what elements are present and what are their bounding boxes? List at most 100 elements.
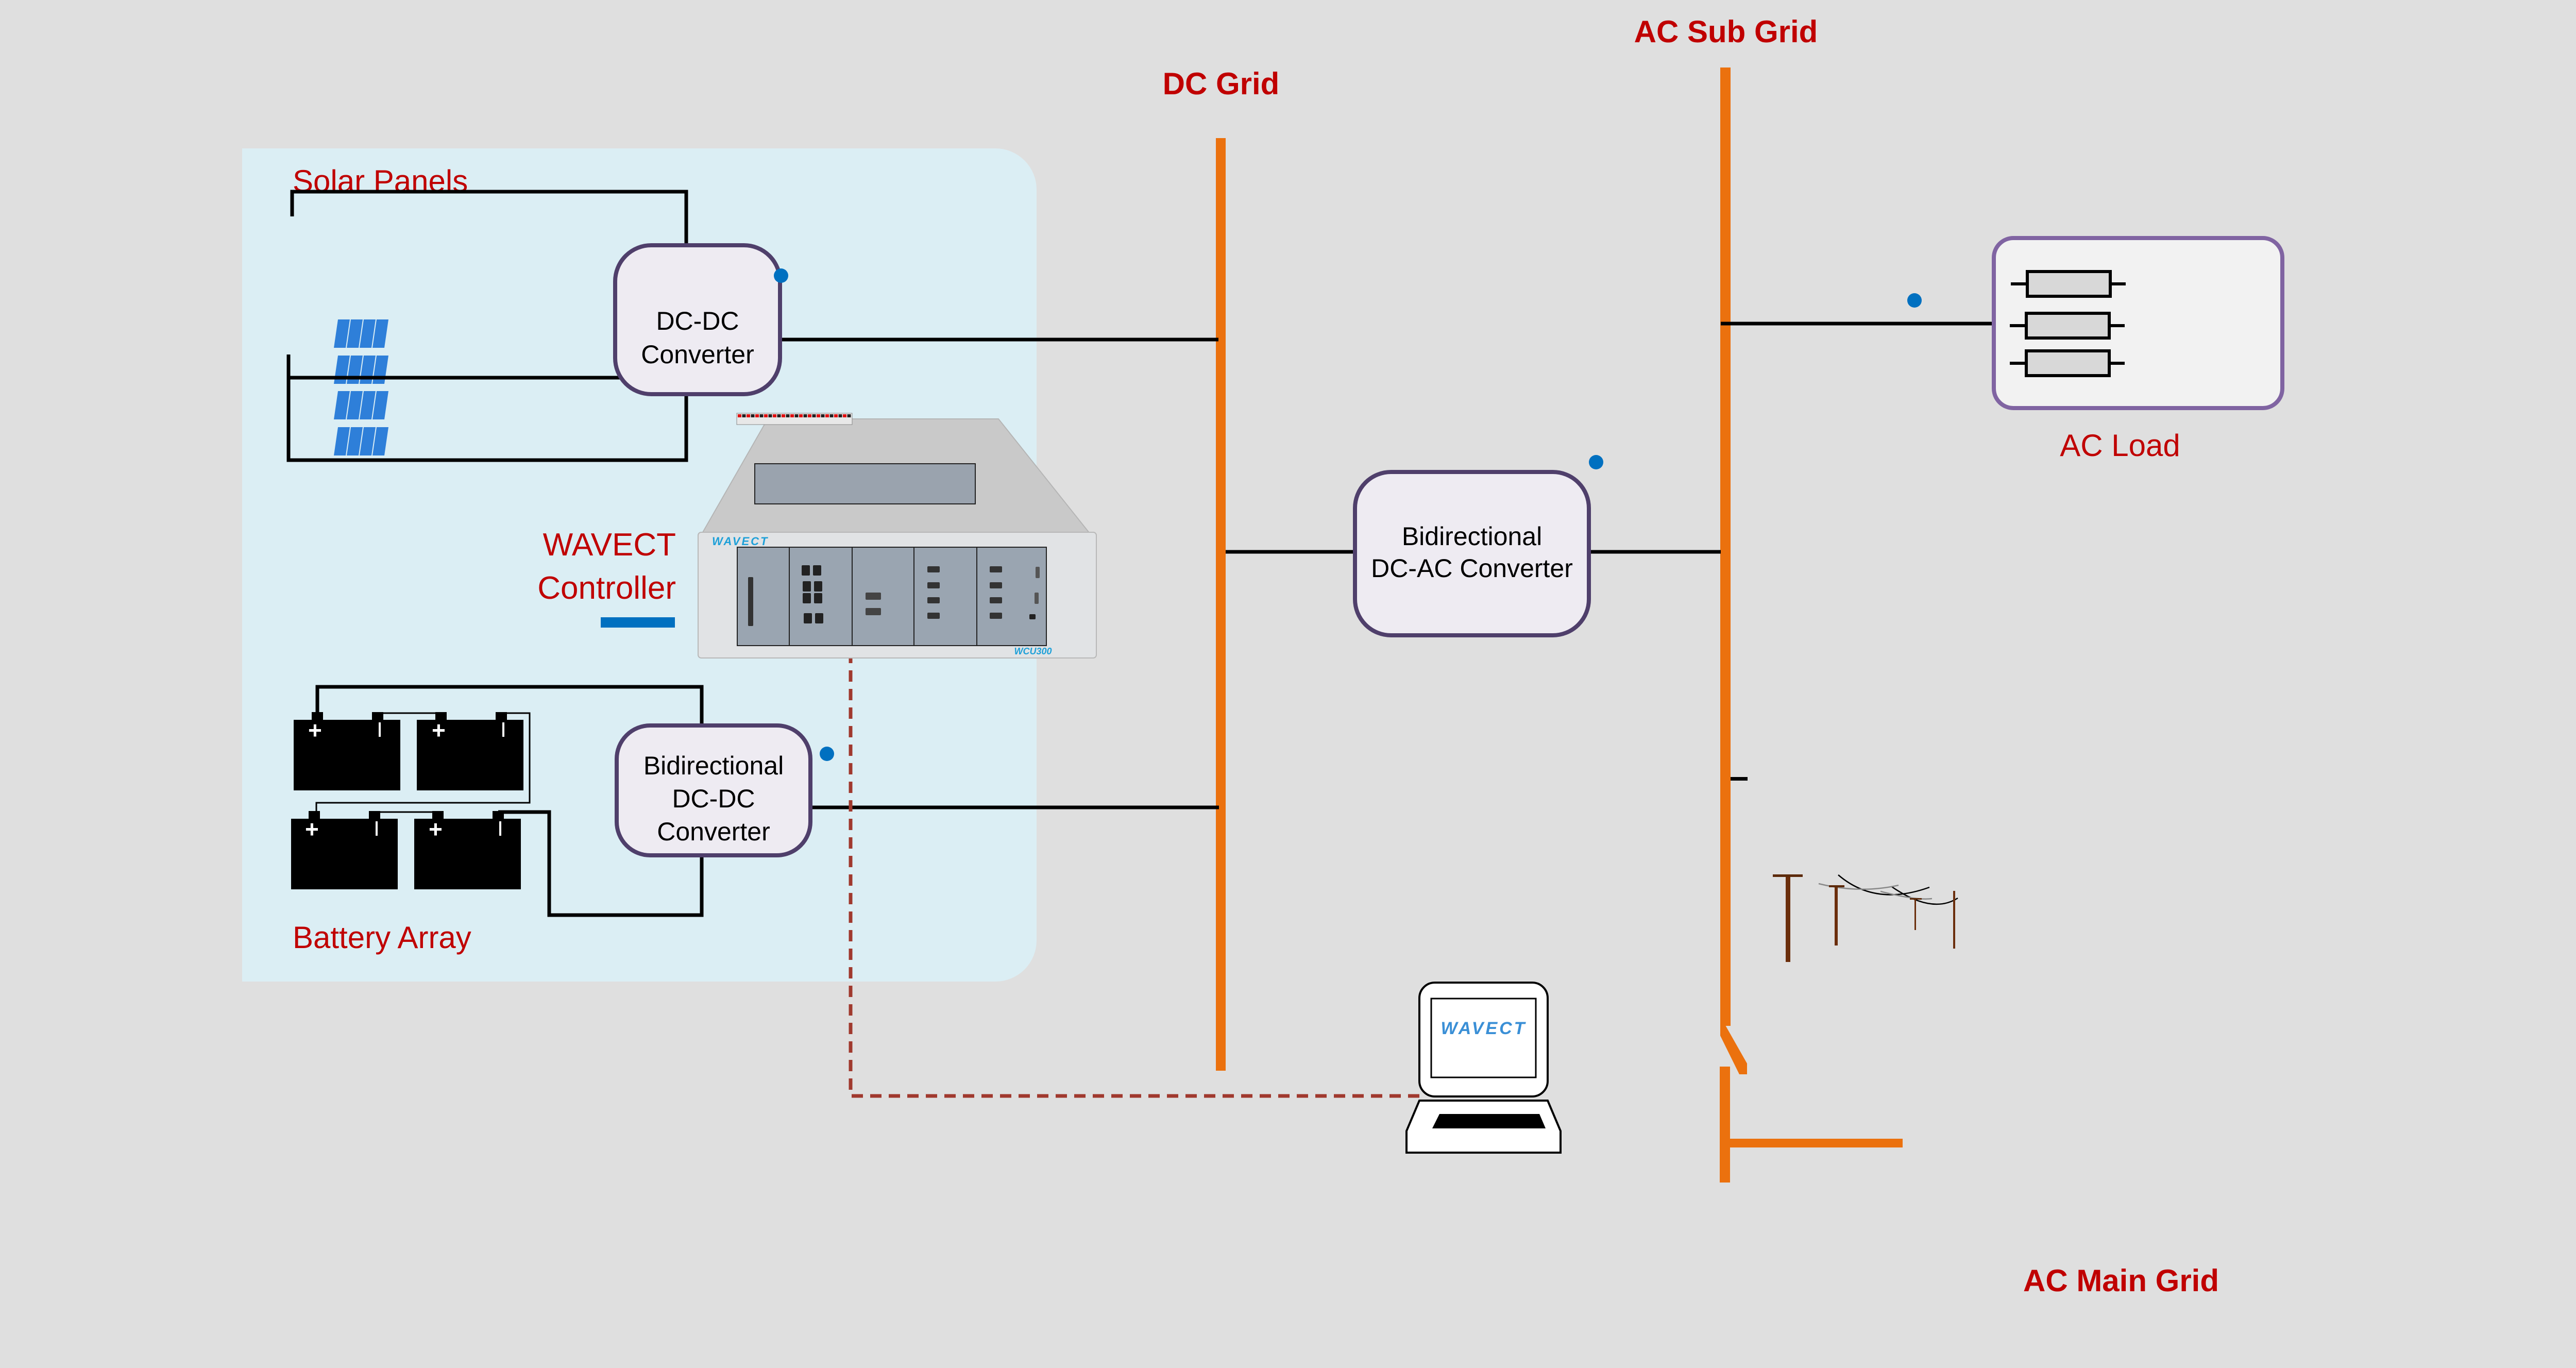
- relay-terminal[interactable]: [803, 581, 811, 592]
- dcac-converter-text-1: Bidirectional: [1402, 522, 1542, 551]
- ethernet-port[interactable]: [1029, 614, 1036, 619]
- status-led: [808, 414, 811, 417]
- solar-cell: [372, 391, 388, 419]
- utility-poles-icon: [1773, 874, 1958, 962]
- battery-array-icon: + + + +: [291, 685, 1219, 917]
- relay-terminal[interactable]: [802, 565, 810, 576]
- solar-cell: [334, 391, 350, 419]
- battery-plus-icon: +: [305, 816, 319, 842]
- solar-wiring-bottom: [286, 354, 688, 462]
- pwm-connector[interactable]: [990, 597, 1002, 603]
- solar-cell: [347, 319, 363, 348]
- status-led: [738, 414, 741, 417]
- battery-converter-text-1: Bidirectional: [643, 751, 784, 780]
- status-led: [777, 414, 781, 417]
- encoder-connector[interactable]: [866, 608, 881, 615]
- controller-label-line1: WAVECT: [543, 527, 676, 563]
- battery-dcdc-converter: Bidirectional DC-DC Converter: [615, 723, 834, 857]
- relay-terminal[interactable]: [804, 613, 812, 623]
- ac-sub-grid-bus-lower: [1720, 1067, 1730, 1183]
- status-led: [821, 414, 825, 417]
- status-led: [834, 414, 838, 417]
- ac-sub-grid-title: AC Sub Grid: [1634, 14, 1818, 49]
- status-led: [764, 414, 768, 417]
- status-led: [759, 414, 764, 417]
- status-led: [843, 414, 846, 417]
- status-led: [742, 414, 746, 417]
- wavect-controller-device[interactable]: WAVECT WCU300: [698, 413, 1097, 658]
- status-dot: [820, 747, 834, 761]
- solar-cell: [360, 427, 376, 455]
- relay-terminal[interactable]: [813, 565, 821, 576]
- pwm-connector[interactable]: [990, 613, 1002, 619]
- solar-dcdc-converter: DC-DC Converter: [613, 243, 788, 396]
- solar-cell: [334, 319, 350, 348]
- rack-model-label: WCU300: [1014, 646, 1052, 656]
- status-led: [786, 414, 790, 417]
- solar-cell: [347, 427, 363, 455]
- pwm-connector[interactable]: [990, 566, 1002, 572]
- solar-cell: [347, 391, 363, 419]
- status-led: [782, 414, 785, 417]
- dc-grid-title: DC Grid: [1163, 66, 1280, 101]
- serial-port[interactable]: [1036, 567, 1040, 578]
- ac-load: [1721, 236, 2284, 410]
- battery-plus-icon: +: [432, 717, 446, 744]
- din-connector[interactable]: [748, 577, 753, 626]
- rack-brand-logo: WAVECT: [712, 535, 769, 548]
- pwm-connector[interactable]: [927, 582, 940, 588]
- status-led: [829, 414, 834, 417]
- pwm-connector[interactable]: [927, 566, 940, 572]
- battery-converter-text-2: DC-DC: [672, 784, 755, 813]
- solar-cell: [360, 319, 376, 348]
- status-dot: [1907, 293, 1922, 308]
- laptop-icon[interactable]: WAVECT: [1405, 982, 1562, 1154]
- battery-converter-text-3: Converter: [657, 817, 770, 846]
- status-led: [768, 414, 772, 417]
- status-led: [799, 414, 803, 417]
- serial-port[interactable]: [1035, 593, 1039, 604]
- solar-cell: [372, 319, 388, 348]
- status-led: [825, 414, 829, 417]
- dcac-converter: Bidirectional DC-AC Converter: [1226, 455, 1721, 637]
- solar-cell: [372, 427, 388, 455]
- solar-cell: [334, 427, 350, 455]
- ac-bus-stub: [1731, 777, 1748, 781]
- relay-terminal[interactable]: [814, 581, 822, 592]
- solar-converter-text-1: DC-DC: [656, 307, 739, 335]
- status-led: [773, 414, 776, 417]
- status-led: [817, 414, 820, 417]
- ac-load-label: AC Load: [2060, 428, 2180, 463]
- status-led: [812, 414, 816, 417]
- status-led: [838, 414, 842, 417]
- pwm-connector[interactable]: [927, 597, 940, 603]
- controller-label-line2: Controller: [537, 570, 676, 606]
- relay-terminal[interactable]: [803, 593, 811, 603]
- relay-terminal[interactable]: [815, 613, 823, 623]
- status-led: [755, 414, 759, 417]
- dc-grid-bus: [1216, 138, 1226, 1071]
- status-led: [751, 414, 755, 417]
- resistor-icon: [2010, 270, 2126, 377]
- encoder-connector[interactable]: [866, 593, 881, 600]
- pwm-connector[interactable]: [990, 582, 1002, 588]
- status-led: [847, 414, 851, 417]
- ac-main-grid-title: AC Main Grid: [2023, 1263, 2219, 1298]
- battery-plus-icon: +: [308, 717, 322, 744]
- status-led: [803, 414, 807, 417]
- relay-terminal[interactable]: [814, 593, 822, 603]
- ac-breaker-switch: [1720, 1025, 1747, 1074]
- solar-converter-text-2: Converter: [641, 340, 754, 369]
- dcac-converter-text-2: DC-AC Converter: [1371, 554, 1573, 583]
- laptop-screen-brand: WAVECT: [1441, 1019, 1527, 1038]
- status-led: [794, 414, 799, 417]
- ac-sub-grid-bus: [1720, 67, 1731, 1026]
- battery-plus-icon: +: [429, 816, 443, 842]
- solar-cell: [360, 391, 376, 419]
- status-led: [747, 414, 750, 417]
- local-panel-left-edge: [242, 148, 283, 982]
- ac-main-feed-line: [1728, 1139, 1903, 1147]
- status-dot: [1589, 455, 1603, 469]
- pwm-connector[interactable]: [927, 613, 940, 619]
